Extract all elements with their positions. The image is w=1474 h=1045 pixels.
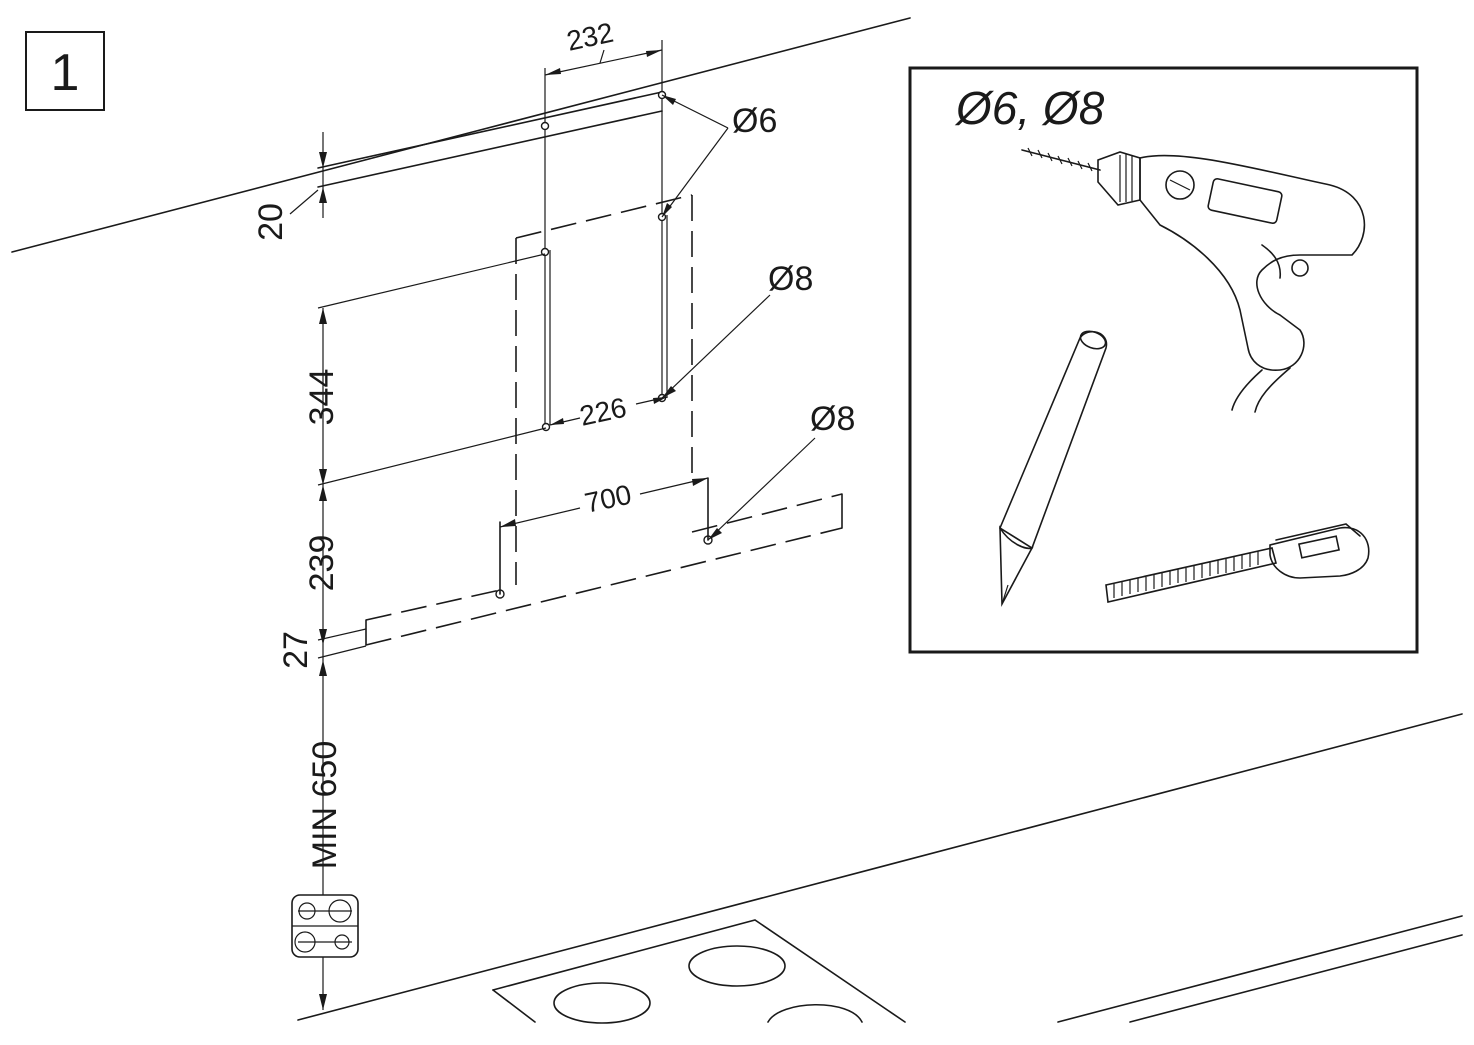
hood-outline <box>365 194 843 646</box>
hole-label-upper: Ø6 <box>732 102 777 140</box>
tape-measure-icon <box>1105 523 1370 603</box>
dim-700-label: 700 <box>582 479 634 519</box>
step-number: 1 <box>51 44 80 102</box>
dim-344-label: 344 <box>303 369 341 426</box>
hole-label-middle: Ø8 <box>768 260 813 298</box>
mounting-holes <box>495 90 713 599</box>
dimension-226: 226 <box>549 392 668 432</box>
dim-239-label: 239 <box>303 535 341 592</box>
dimension-700: 700 <box>499 477 709 528</box>
vertical-dimension-chain: 20 344 239 27 MIN 650 <box>252 132 547 1010</box>
hob-icon <box>291 894 359 958</box>
hole-leaders: Ø6 Ø8 Ø8 <box>661 94 855 541</box>
dim-min650-label: MIN 650 <box>306 741 344 870</box>
step-number-box: 1 <box>25 31 105 111</box>
tools-panel-title: Ø6, Ø8 <box>954 82 1105 134</box>
hole-label-lower: Ø8 <box>810 400 855 438</box>
pencil-icon <box>998 330 1108 608</box>
dim-232-label: 232 <box>564 17 616 57</box>
worktop <box>297 713 1463 1024</box>
tools-panel: Ø6, Ø8 <box>908 66 1419 654</box>
dim-226-label: 226 <box>577 392 629 432</box>
drill-icon <box>1021 147 1366 413</box>
dimension-232: 232 <box>544 17 663 425</box>
ceiling-lines <box>11 17 911 253</box>
dim-20-label: 20 <box>252 203 290 241</box>
dim-27-label: 27 <box>277 631 315 669</box>
